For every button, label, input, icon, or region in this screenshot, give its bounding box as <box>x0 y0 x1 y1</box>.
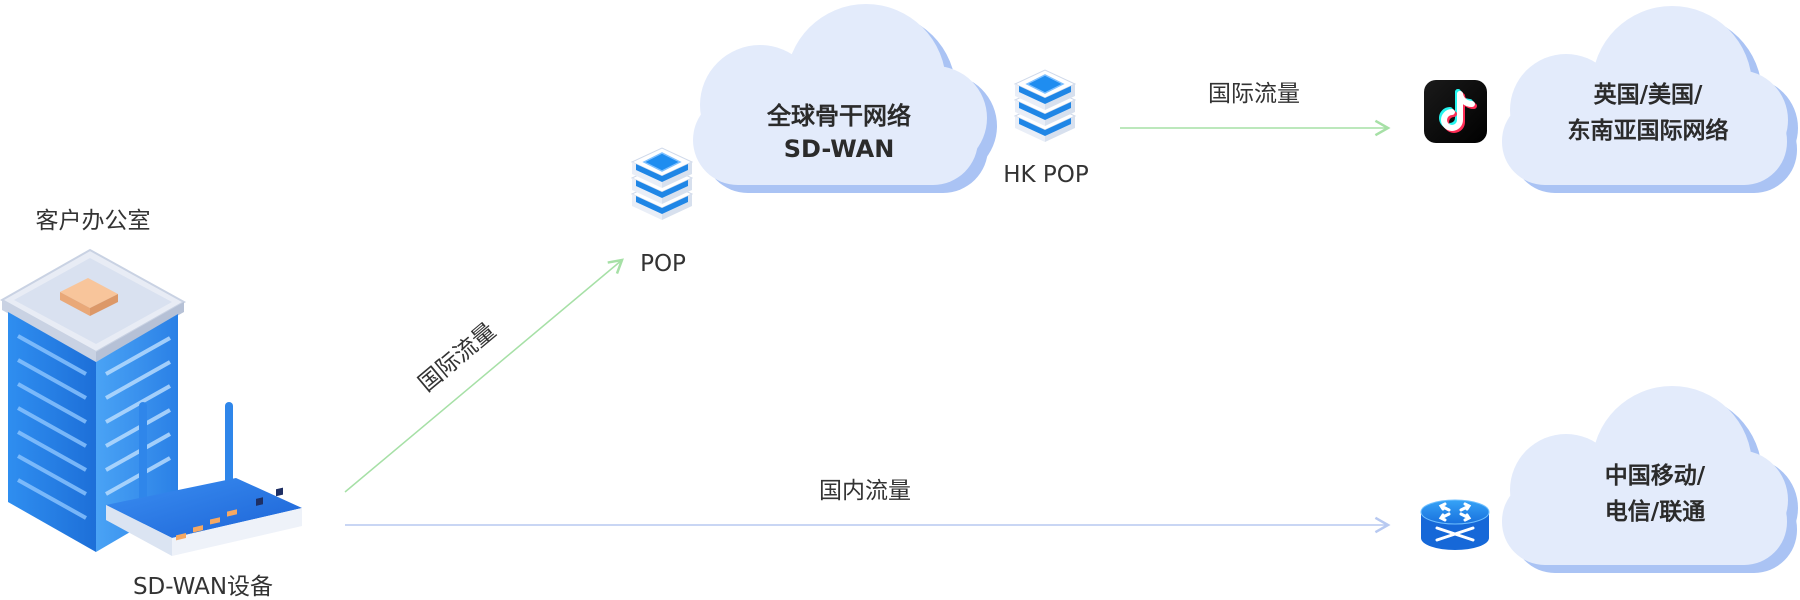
backbone-cloud-line1: 全球骨干网络 <box>766 102 911 130</box>
hk-pop-server-icon <box>1014 69 1076 143</box>
office-label: 客户办公室 <box>36 208 151 234</box>
china-cloud-line1: 中国移动/ <box>1605 463 1706 489</box>
china-cloud-line2: 电信/联通 <box>1605 498 1705 525</box>
intl-traffic-diagonal-label: 国际流量 <box>414 318 501 397</box>
office-building-icon <box>0 248 187 552</box>
intl-cloud: 英国/美国/ 东南亚国际网络 <box>1502 6 1798 193</box>
hk-pop-label: HK POP <box>1003 162 1089 188</box>
router-icon <box>1420 499 1490 550</box>
sd-wan-router-icon <box>106 402 302 556</box>
tiktok-icon <box>1424 80 1487 143</box>
intl-traffic-diagonal-line <box>344 258 624 493</box>
china-carrier-cloud: 中国移动/ 电信/联通 <box>1502 386 1798 573</box>
intl-cloud-line1: 英国/美国/ <box>1594 81 1703 108</box>
backbone-cloud: 全球骨干网络 SD-WAN <box>693 4 997 193</box>
pop-server-icon <box>631 147 693 221</box>
backbone-cloud-line2: SD-WAN <box>784 135 895 163</box>
sd-wan-device-label: SD-WAN设备 <box>133 574 273 600</box>
intl-traffic-top-label: 国际流量 <box>1208 81 1300 107</box>
pop-label: POP <box>640 251 686 277</box>
intl-cloud-line2: 东南亚国际网络 <box>1568 117 1729 144</box>
domestic-traffic-label: 国内流量 <box>819 478 911 504</box>
